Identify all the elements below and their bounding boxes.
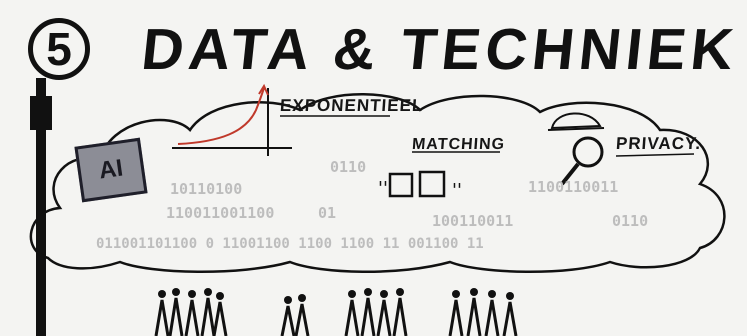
- privacy-underline: [615, 153, 695, 157]
- label-privacy: PRIVACY.: [615, 134, 702, 153]
- ai-label: AI: [97, 154, 125, 185]
- magnifier-handle: [560, 162, 580, 186]
- left-pole: [36, 78, 46, 336]
- ai-chip-icon: AI: [74, 137, 148, 203]
- hat-icon: [550, 112, 602, 130]
- binary-text: 100110011: [432, 212, 514, 230]
- cloud-outline: [29, 93, 726, 273]
- binary-text: 0110: [612, 212, 649, 230]
- binary-text: 1100110011: [528, 178, 619, 196]
- page-title: DATA & TECHNIEK: [138, 17, 742, 82]
- binary-text: 110011001100: [166, 204, 275, 222]
- binary-text: 01: [318, 204, 337, 222]
- puzzle-piece-left: [388, 172, 414, 198]
- exponential-curve: [177, 87, 265, 145]
- binary-text: 011001101100 0 11001100 1100 1100 11 001…: [96, 236, 484, 252]
- curve-arrowhead: [258, 83, 269, 96]
- step-number-badge: 5: [28, 18, 90, 80]
- binary-text: 10110100: [170, 180, 243, 198]
- label-matching: MATCHING: [411, 136, 506, 153]
- people-crowd: [154, 297, 518, 336]
- binary-text: 0110: [330, 158, 367, 176]
- magnifier-icon: [572, 136, 604, 168]
- pole-bracket: [30, 96, 52, 130]
- label-exponential: EXPONENTIEEL: [279, 96, 425, 115]
- people-heads: [158, 288, 514, 304]
- quote-left: '': [378, 178, 388, 199]
- quote-right: '': [452, 180, 462, 201]
- puzzle-piece-right: [418, 170, 446, 198]
